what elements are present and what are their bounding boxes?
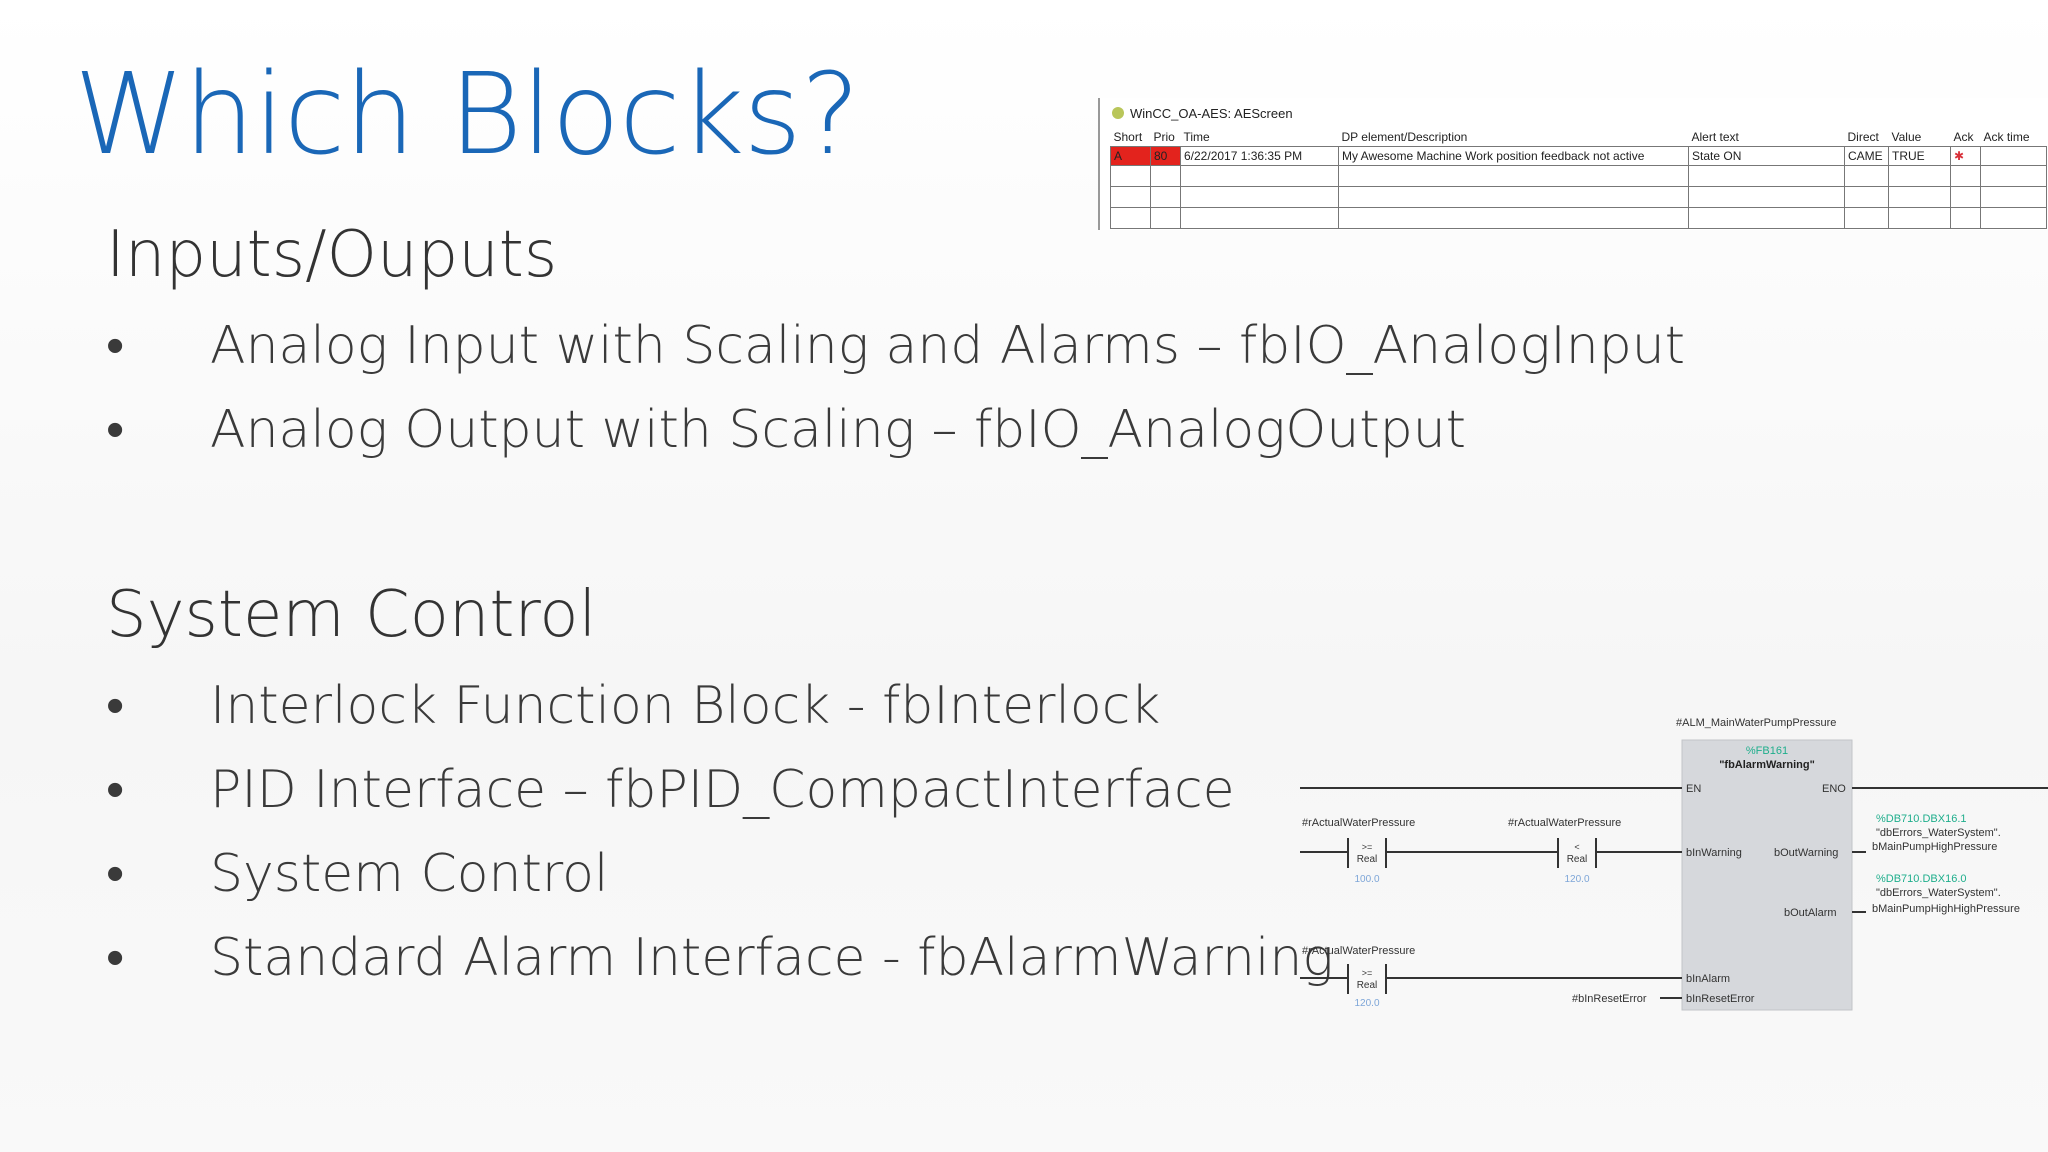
contact3-value: 120.0 [1354, 998, 1379, 1009]
alarm-empty-row [1110, 207, 2047, 229]
out1-db: "dbErrors_WaterSystem". [1876, 827, 2001, 839]
contact2-type: Real [1567, 854, 1588, 865]
alarm-description-cell: My Awesome Machine Work position feedbac… [1338, 146, 1689, 166]
block-name: "fbAlarmWarning" [1719, 759, 1815, 771]
out-warning-pin: bOutWarning [1774, 847, 1838, 859]
block-number: %FB161 [1746, 745, 1788, 757]
alarm-empty-row [1110, 186, 2047, 208]
ladder-diagram: #ALM_MainWaterPumpPressure %FB161 "fbAla… [1296, 712, 2048, 1012]
col-header: Short [1113, 130, 1143, 144]
bullet-text: System Control [210, 844, 609, 904]
alarm-header-row: Short Prio Time DP element/Description A… [1111, 128, 2047, 147]
function-block[interactable] [1681, 739, 1853, 1011]
section-heading-io: Inputs/Ouputs [106, 218, 558, 292]
out2-db: "dbErrors_WaterSystem". [1876, 887, 2001, 899]
out1-tag: bMainPumpHighPressure [1872, 841, 1997, 853]
contact2-value: 120.0 [1564, 874, 1589, 885]
contact1-op: >= [1362, 842, 1373, 852]
contact2-tag: #rActualWaterPressure [1508, 817, 1621, 829]
col-header: Prio [1153, 130, 1175, 144]
bullet-text: Standard Alarm Interface - fbAlarmWarnin… [210, 928, 1334, 988]
bullet-dot: • [106, 844, 125, 904]
bullet-text: Analog Output with Scaling – fbIO_Analog… [210, 400, 1467, 460]
eno-pin: ENO [1822, 783, 1846, 795]
out2-tag: bMainPumpHighHighPressure [1872, 903, 2020, 915]
bullet-dot: • [106, 928, 125, 988]
alarm-table: Short Prio Time DP element/Description A… [1110, 128, 2047, 229]
alarm-ack-cell[interactable]: ✱ [1950, 146, 1981, 166]
col-header: DP element/Description [1341, 130, 1468, 144]
in-reset-pin: bInResetError [1686, 993, 1755, 1005]
section-heading-system-control: System Control [106, 578, 597, 652]
bullet-dot: • [106, 316, 125, 376]
bullet-text: PID Interface – fbPID_CompactInterface [210, 760, 1235, 820]
in-warning-pin: bInWarning [1686, 847, 1742, 859]
col-header: Ack time [1983, 130, 2030, 144]
reset-tag: #bInResetError [1572, 993, 1647, 1005]
en-pin: EN [1686, 783, 1701, 795]
bullet-dot: • [106, 400, 125, 460]
contact1-type: Real [1357, 854, 1378, 865]
contact3-type: Real [1357, 980, 1378, 991]
col-header: Alert text [1691, 130, 1739, 144]
contact2-op: < [1574, 842, 1579, 852]
alarm-window-title: WinCC_OA-AES: AEScreen [1130, 105, 1293, 121]
alarm-screen: WinCC_OA-AES: AEScreen Short Prio Time D… [1098, 98, 2048, 230]
contact3-op: >= [1362, 968, 1373, 978]
out2-address: %DB710.DBX16.0 [1876, 873, 1967, 885]
contact3-tag: #rActualWaterPressure [1302, 945, 1415, 957]
alarm-short-cell: A [1110, 146, 1151, 166]
instance-label: #ALM_MainWaterPumpPressure [1676, 717, 1836, 729]
alarm-empty-row [1110, 165, 2047, 187]
in-alarm-pin: bInAlarm [1686, 973, 1730, 985]
out-alarm-pin: bOutAlarm [1784, 907, 1837, 919]
col-header: Ack [1953, 130, 1974, 144]
col-header: Direct [1847, 130, 1879, 144]
bullet-text: Analog Input with Scaling and Alarms – f… [210, 316, 1686, 376]
slide-title: Which Blocks? [74, 50, 860, 180]
wincc-app-icon [1112, 107, 1124, 119]
bullet-dot: • [106, 676, 125, 736]
bullet-text: Interlock Function Block - fbInterlock [210, 676, 1161, 736]
alarm-prio-cell: 80 [1150, 146, 1181, 166]
alarm-value-cell: TRUE [1888, 146, 1951, 166]
contact1-tag: #rActualWaterPressure [1302, 817, 1415, 829]
contact1-value: 100.0 [1354, 874, 1379, 885]
col-header: Value [1891, 130, 1922, 144]
alarm-window-titlebar: WinCC_OA-AES: AEScreen [1112, 104, 1293, 122]
alarm-row[interactable]: A 80 6/22/2017 1:36:35 PM My Awesome Mac… [1110, 146, 2047, 166]
out1-address: %DB710.DBX16.1 [1876, 813, 1967, 825]
alarm-time-cell: 6/22/2017 1:36:35 PM [1180, 146, 1339, 166]
ladder-svg: #ALM_MainWaterPumpPressure %FB161 "fbAla… [1300, 717, 2048, 1011]
bullet-dot: • [106, 760, 125, 820]
alarm-ack-time-cell [1980, 146, 2047, 166]
alarm-direct-cell: CAME [1844, 146, 1889, 166]
col-header: Time [1183, 130, 1210, 144]
alarm-text-cell: State ON [1688, 146, 1845, 166]
